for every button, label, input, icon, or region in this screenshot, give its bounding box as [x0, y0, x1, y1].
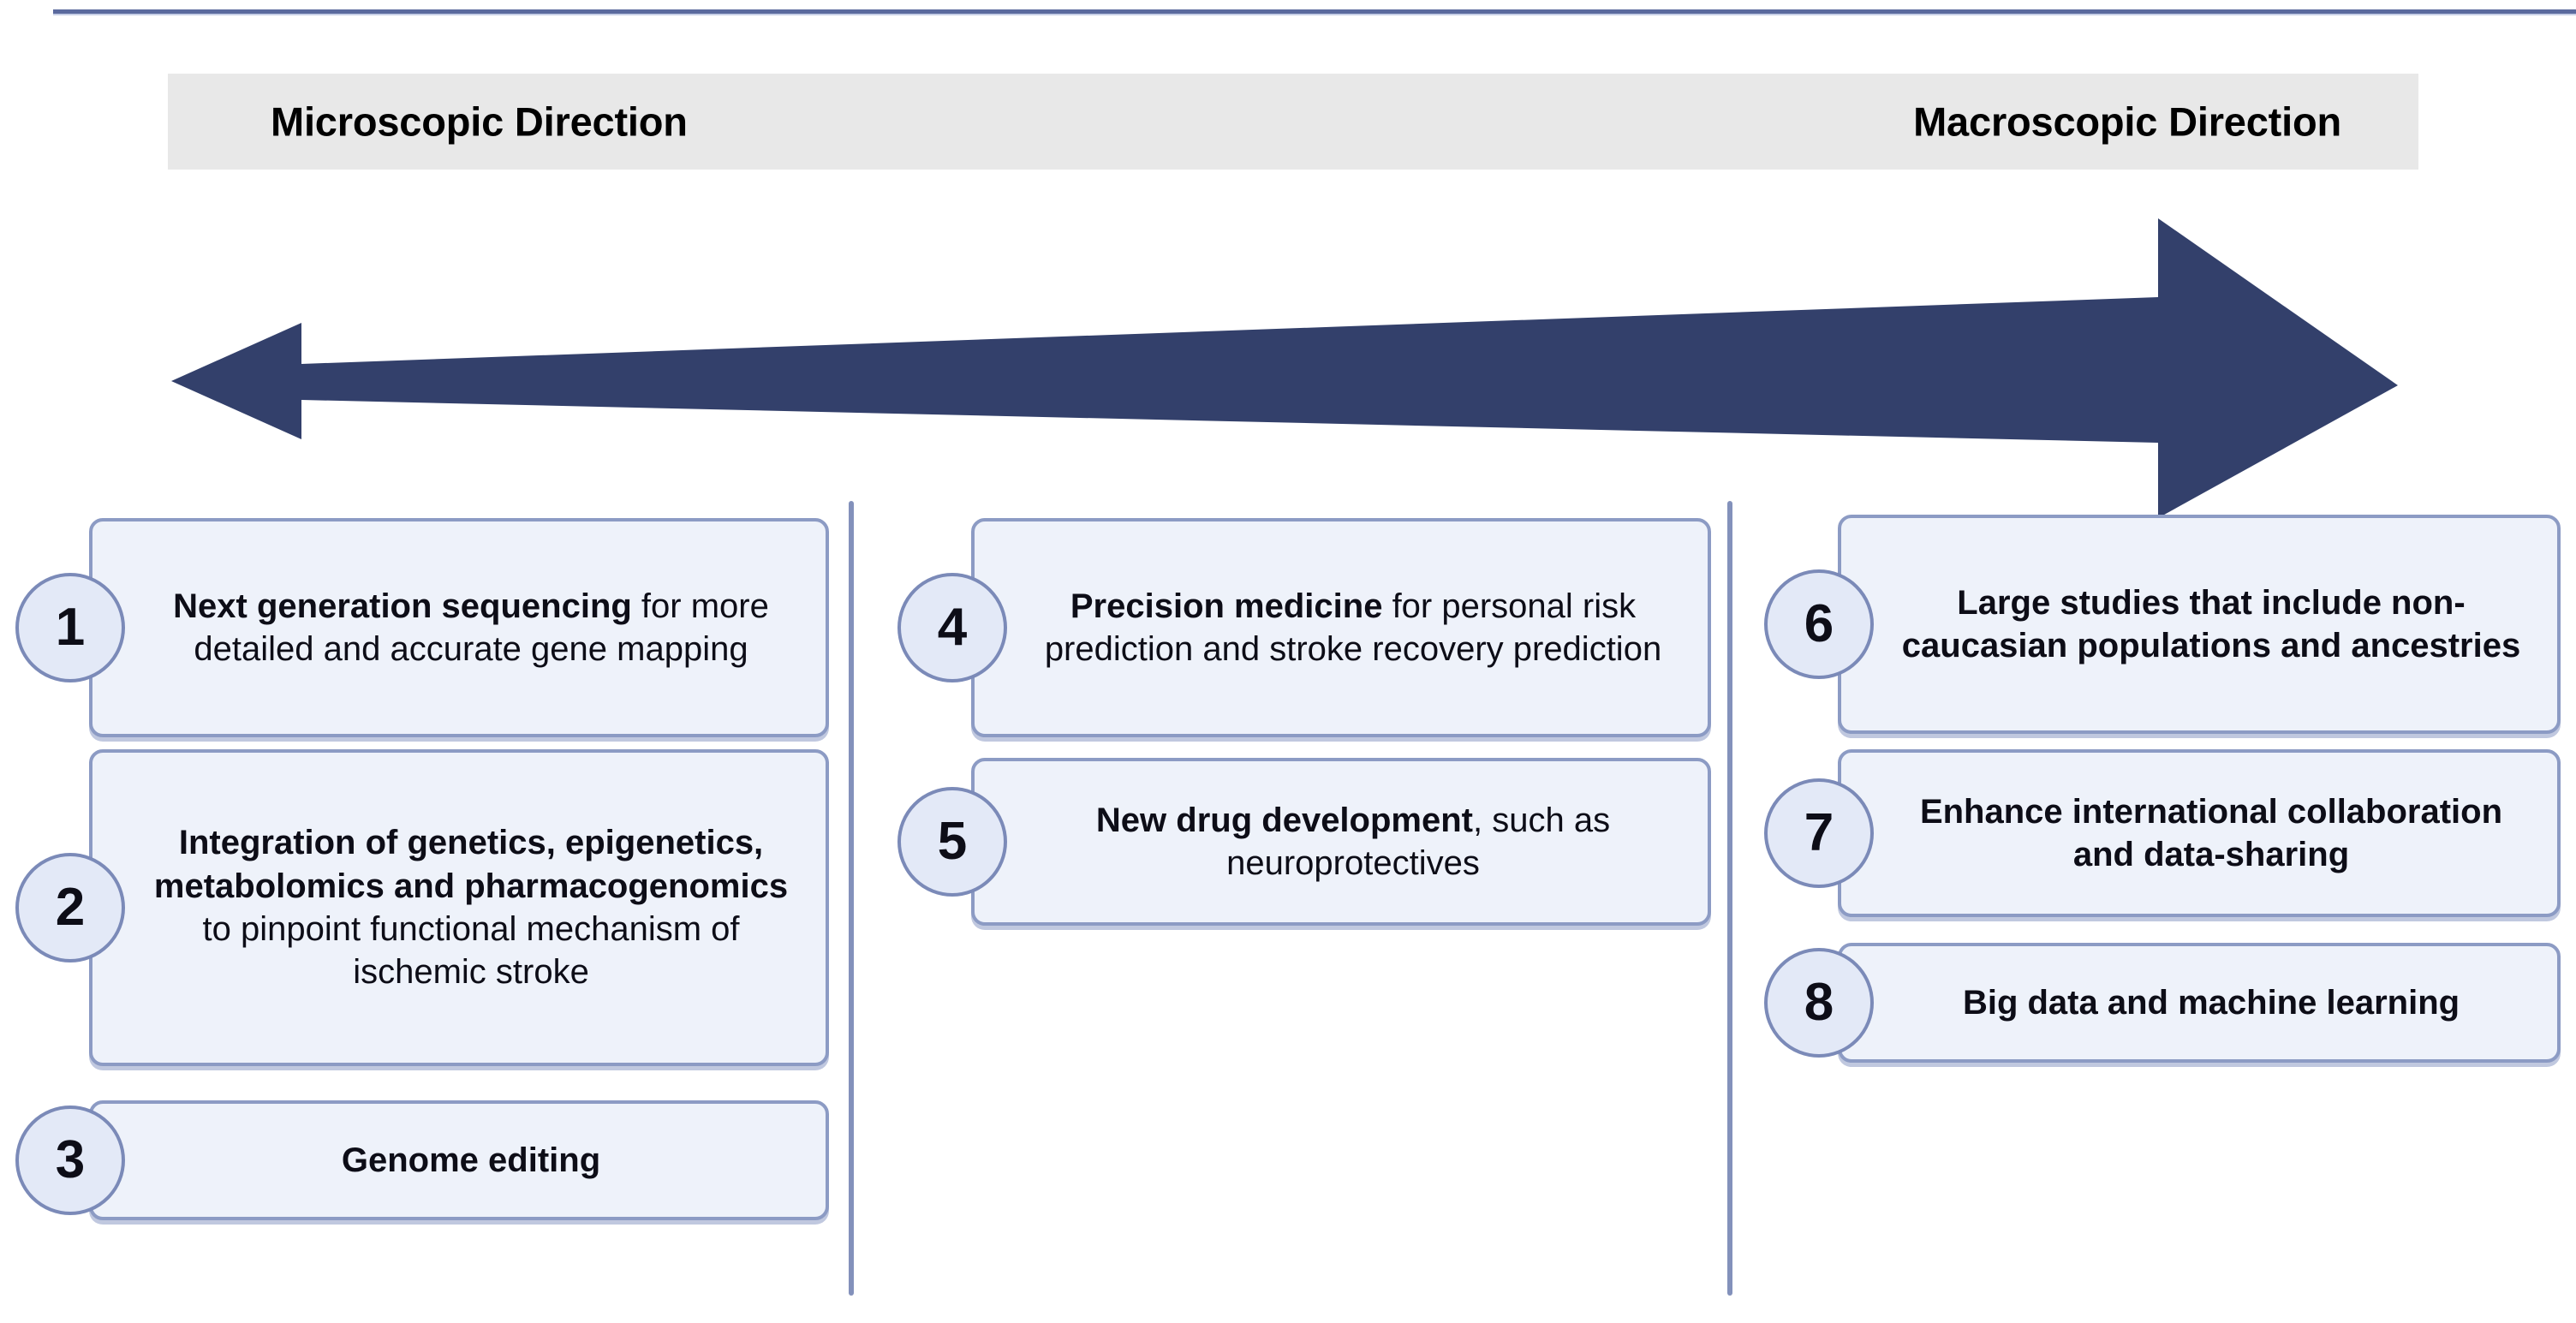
item-number-badge: 1: [15, 573, 125, 682]
item-card-text: Precision medicine for personal risk pre…: [1028, 585, 1679, 671]
item-card-text: Genome editing: [342, 1139, 600, 1182]
item-card-text-bold: Big data and machine learning: [1962, 983, 2460, 1022]
item-number-badge: 7: [1764, 778, 1874, 888]
item-card-text: Big data and machine learning: [1963, 981, 2460, 1024]
item-card-text-bold: Genome editing: [341, 1141, 601, 1179]
item-card-text: Large studies that include non-caucasian…: [1894, 581, 2528, 668]
arrow-polygon: [171, 218, 2398, 518]
macroscopic-column: 6 Large studies that include non-caucasi…: [1764, 501, 2561, 1323]
item-card-text: Integration of genetics, epigenetics, me…: [146, 821, 796, 994]
item-card[interactable]: Precision medicine for personal risk pre…: [971, 518, 1711, 737]
item-card[interactable]: New drug development, such as neuroprote…: [971, 758, 1711, 926]
list-item[interactable]: 3 Genome editing: [15, 1100, 829, 1220]
item-card-text-bold: Precision medicine: [1070, 587, 1383, 625]
double-headed-arrow-svg: [171, 218, 2398, 518]
three-column-grid: 1 Next generation sequencing for more de…: [0, 501, 2576, 1323]
item-card-text-bold: Integration of genetics, epigenetics, me…: [153, 824, 789, 905]
item-card[interactable]: Large studies that include non-caucasian…: [1838, 515, 2561, 734]
item-number-badge: 3: [15, 1105, 125, 1215]
item-card-text-bold: New drug development: [1095, 801, 1473, 839]
item-number-badge: 6: [1764, 569, 1874, 679]
item-number-badge: 5: [897, 787, 1007, 897]
macroscopic-direction-label: Macroscopic Direction: [1913, 98, 2341, 145]
list-item[interactable]: 2 Integration of genetics, epigenetics, …: [15, 749, 829, 1066]
item-card-text: Next generation sequencing for more deta…: [146, 585, 796, 671]
item-number-badge: 8: [1764, 948, 1874, 1058]
direction-header-band: Microscopic Direction Macroscopic Direct…: [168, 74, 2418, 170]
item-card[interactable]: Integration of genetics, epigenetics, me…: [89, 749, 829, 1066]
item-card[interactable]: Genome editing: [89, 1100, 829, 1220]
item-number-badge: 2: [15, 853, 125, 962]
item-card[interactable]: Big data and machine learning: [1838, 943, 2561, 1063]
item-card[interactable]: Next generation sequencing for more deta…: [89, 518, 829, 737]
item-card-text-bold: Large studies that include non-caucasian…: [1901, 583, 2521, 664]
column-divider-1: [849, 501, 854, 1296]
item-card-text: Enhance international collaboration and …: [1894, 790, 2528, 877]
item-card-text-rest: for personal risk prediction and stroke …: [1044, 587, 1662, 668]
item-card-text-rest: , such as neuroprotectives: [1226, 801, 1611, 882]
double-headed-arrow: [0, 218, 2576, 518]
microscopic-direction-label: Microscopic Direction: [271, 98, 688, 145]
list-item[interactable]: 7 Enhance international collaboration an…: [1764, 749, 2561, 917]
item-card[interactable]: Enhance international collaboration and …: [1838, 749, 2561, 917]
list-item[interactable]: 1 Next generation sequencing for more de…: [15, 518, 829, 737]
list-item[interactable]: 5 New drug development, such as neuropro…: [897, 758, 1711, 926]
microscopic-column: 1 Next generation sequencing for more de…: [15, 501, 829, 1323]
list-item[interactable]: 6 Large studies that include non-caucasi…: [1764, 515, 2561, 734]
column-divider-2: [1727, 501, 1732, 1296]
item-card-text-bold: Next generation sequencing: [173, 587, 632, 625]
item-card-text-rest: for more detailed and accurate gene mapp…: [194, 587, 769, 668]
middle-column: 4 Precision medicine for personal risk p…: [897, 501, 1711, 1323]
item-number-badge: 4: [897, 573, 1007, 682]
item-card-text-bold: Enhance international collaboration and …: [1919, 792, 2503, 873]
item-card-text: New drug development, such as neuroprote…: [1028, 799, 1679, 885]
item-card-text-rest: to pinpoint functional mechanism of isch…: [202, 910, 740, 992]
top-rule-divider: [53, 9, 2576, 15]
list-item[interactable]: 8 Big data and machine learning: [1764, 943, 2561, 1063]
list-item[interactable]: 4 Precision medicine for personal risk p…: [897, 518, 1711, 737]
